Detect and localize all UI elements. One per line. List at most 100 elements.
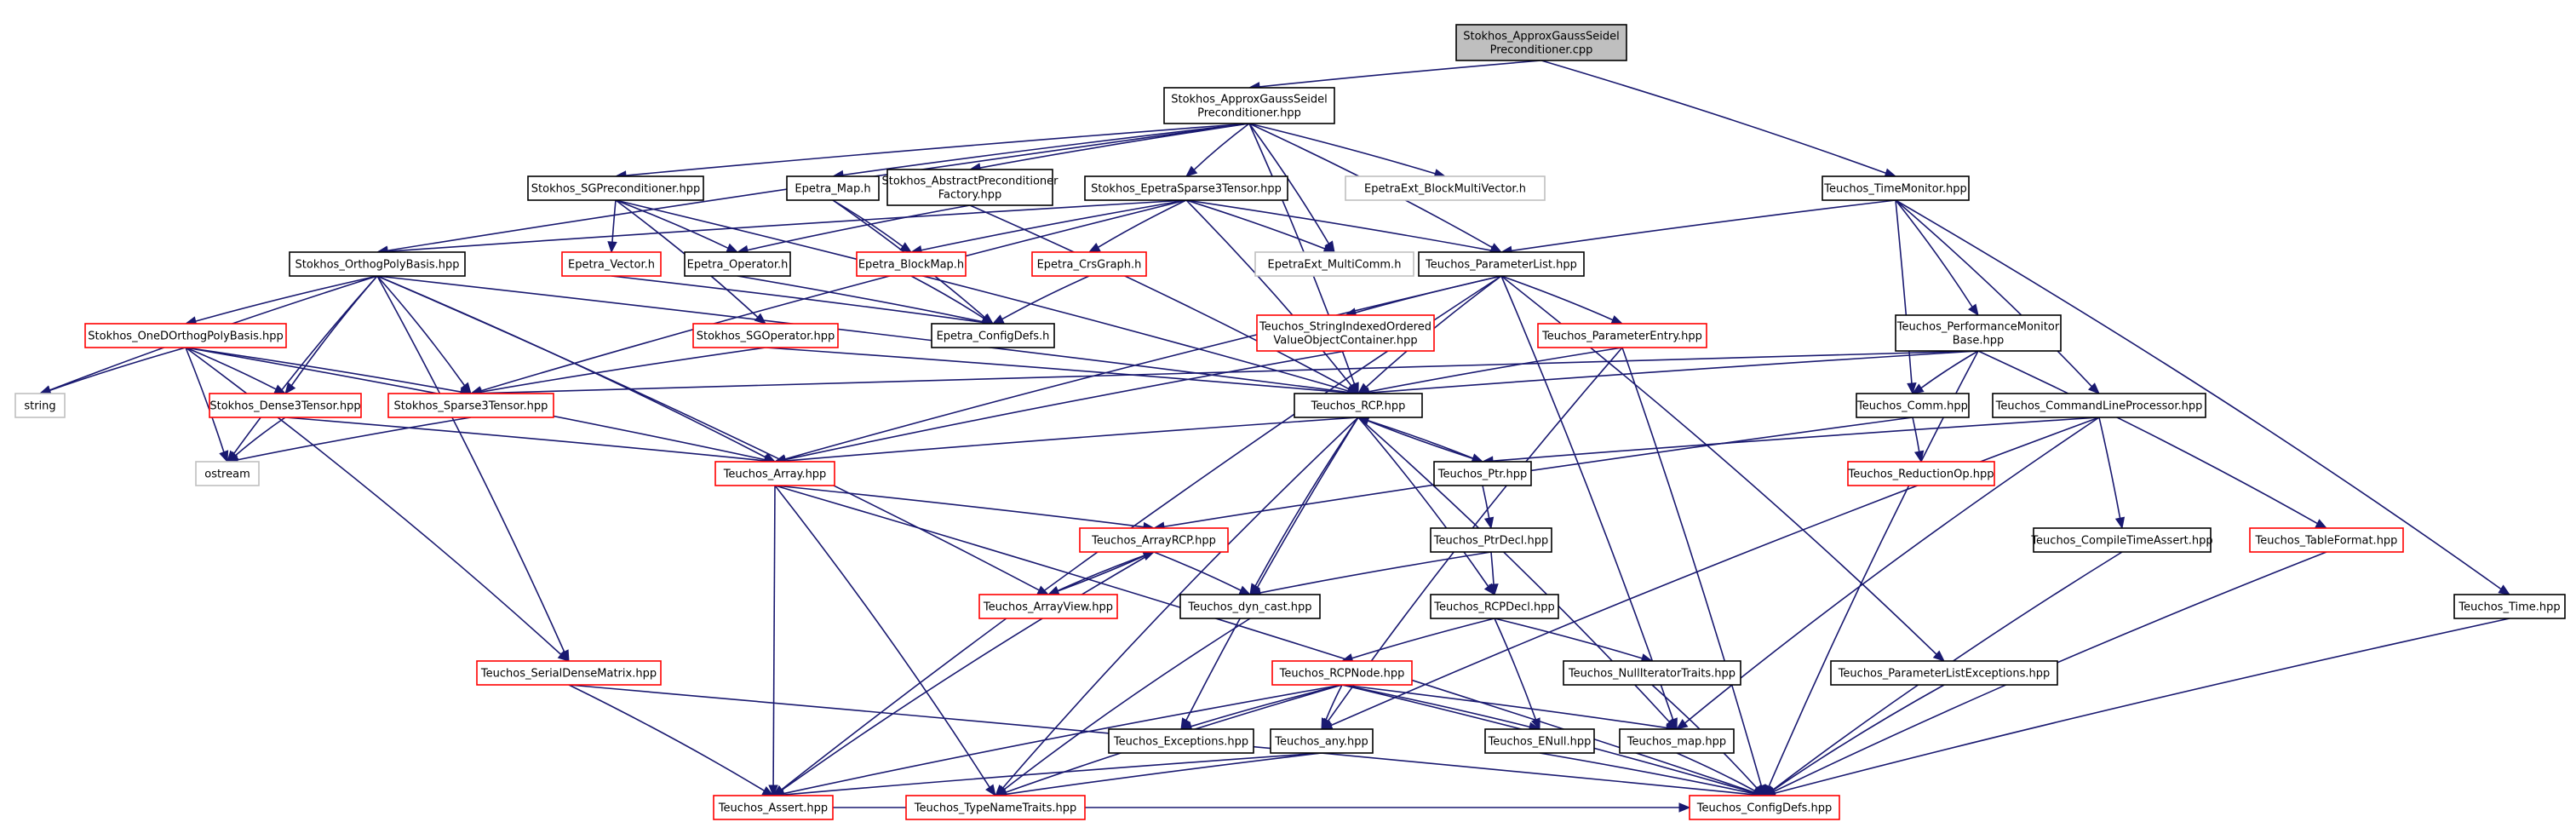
node-plist[interactable]: Teuchos_ParameterList.hpp: [1418, 251, 1585, 277]
node-box: [209, 393, 362, 418]
edge-dyn-ttt: [994, 618, 1251, 796]
edge-ebm-ecd: [910, 275, 995, 325]
node-label: Teuchos_CommandLineProcessor.hpp: [1995, 400, 2203, 413]
node-tfmt[interactable]: Teuchos_TableFormat.hpp: [2249, 527, 2404, 553]
edge-rcpdecl-rcpnode: [1340, 618, 1495, 664]
node-agsp[interactable]: Stokhos_ApproxGaussSeidelPreconditioner.…: [1163, 87, 1335, 124]
node-dyn[interactable]: Teuchos_dyn_cast.hpp: [1179, 594, 1321, 619]
node-est[interactable]: Stokhos_EpetraSparse3Tensor.hpp: [1084, 175, 1288, 201]
node-ostream[interactable]: ostream: [195, 461, 260, 486]
node-label: Teuchos_Exceptions.hpp: [1113, 736, 1248, 749]
node-label: Teuchos_any.hpp: [1274, 736, 1368, 749]
node-time[interactable]: Teuchos_Time.hpp: [2453, 594, 2566, 619]
edge-comm-redop: [1912, 417, 1925, 463]
node-label: Teuchos_ParameterList.hpp: [1425, 259, 1577, 272]
edge-opb-array: [376, 275, 777, 463]
node-root[interactable]: Stokhos_ApproxGaussSeidelPreconditioner.…: [1455, 24, 1627, 61]
node-sdm[interactable]: Teuchos_SerialDenseMatrix.hpp: [476, 660, 662, 686]
node-assert[interactable]: Teuchos_Assert.hpp: [713, 795, 834, 820]
edge-clp-ptr: [1481, 417, 2100, 466]
edge-array-ttt: [774, 485, 996, 797]
edge-rcp-rcpdecl: [1357, 417, 1495, 596]
node-any[interactable]: Teuchos_any.hpp: [1270, 728, 1374, 754]
node-box: [1830, 660, 2058, 686]
edge-pmb-rcp: [1357, 350, 1979, 398]
edge-arcp-assert: [772, 551, 1155, 796]
edge-opb-oneop: [184, 275, 378, 326]
edge-aview-arcp: [1047, 551, 1156, 595]
edge-any-assert: [772, 752, 1322, 800]
node-map[interactable]: Teuchos_map.hpp: [1619, 728, 1735, 754]
node-label: Teuchos_RCPNode.hpp: [1279, 668, 1405, 681]
node-emap[interactable]: Epetra_Map.h: [786, 175, 880, 201]
node-tmon[interactable]: Teuchos_TimeMonitor.hpp: [1822, 175, 1970, 201]
edge-ptrdecl-dyn: [1248, 551, 1492, 598]
edge-evec-ecd: [611, 275, 995, 328]
node-box: [14, 393, 66, 418]
node-sio[interactable]: Teuchos_StringIndexedOrderedValueObjectC…: [1256, 314, 1435, 352]
node-ttt[interactable]: Teuchos_TypeNameTraits.hpp: [905, 795, 1086, 820]
node-redop[interactable]: Teuchos_ReductionOp.hpp: [1847, 461, 1995, 486]
node-apf[interactable]: Stokhos_AbstractPreconditionerFactory.hp…: [882, 169, 1059, 206]
node-comm[interactable]: Teuchos_Comm.hpp: [1856, 393, 1970, 418]
node-s3t[interactable]: Stokhos_Sparse3Tensor.hpp: [387, 393, 554, 418]
node-label: EpetraExt_MultiComm.h: [1268, 259, 1402, 272]
node-string[interactable]: string: [14, 393, 66, 418]
node-sgprec[interactable]: Stokhos_SGPreconditioner.hpp: [527, 175, 704, 201]
node-ebm[interactable]: Epetra_BlockMap.h: [856, 251, 967, 277]
node-label: Teuchos_map.hpp: [1626, 736, 1726, 749]
edge-sio-array: [773, 350, 1346, 465]
node-box: [1256, 314, 1435, 352]
node-ple[interactable]: Teuchos_ParameterListExceptions.hpp: [1830, 660, 2058, 686]
edge-agsp-bmv: [1248, 123, 1447, 179]
node-array[interactable]: Teuchos_Array.hpp: [714, 461, 835, 486]
edge-ecg-ecd: [991, 275, 1090, 325]
node-box: [1433, 461, 1532, 486]
node-label: Epetra_BlockMap.h: [858, 259, 964, 272]
node-clp[interactable]: Teuchos_CommandLineProcessor.hpp: [1992, 393, 2206, 418]
node-bmv[interactable]: EpetraExt_BlockMultiVector.h: [1345, 175, 1546, 201]
edge-clp-cta: [2098, 417, 2126, 530]
edge-s3t-ostream: [226, 417, 472, 465]
node-ecg[interactable]: Epetra_CrsGraph.h: [1031, 251, 1147, 277]
edge-ptr-ptrdecl: [1482, 485, 1495, 530]
node-evec[interactable]: Epetra_Vector.h: [561, 251, 662, 277]
edge-pmb-comm: [1911, 350, 1979, 394]
node-opb[interactable]: Stokhos_OrthogPolyBasis.hpp: [289, 251, 466, 277]
edge-oneop-string: [38, 347, 186, 395]
node-label: Teuchos_PerformanceMonitor: [1896, 321, 2060, 334]
node-rcp[interactable]: Teuchos_RCP.hpp: [1294, 393, 1423, 418]
node-sgop[interactable]: Stokhos_SGOperator.hpp: [692, 323, 839, 348]
node-aview[interactable]: Teuchos_ArrayView.hpp: [978, 594, 1118, 619]
node-box: [2453, 594, 2566, 619]
node-box: [1084, 175, 1288, 201]
node-tcd[interactable]: Teuchos_ConfigDefs.hpp: [1689, 795, 1840, 820]
node-box: [2033, 527, 2212, 553]
node-box: [931, 323, 1055, 348]
node-box: [289, 251, 466, 277]
edge-sdm-assert: [568, 684, 775, 796]
node-d3t[interactable]: Stokhos_Dense3Tensor.hpp: [209, 393, 362, 418]
node-box: [1418, 251, 1585, 277]
node-emc[interactable]: EpetraExt_MultiComm.h: [1254, 251, 1414, 277]
node-pentry[interactable]: Teuchos_ParameterEntry.hpp: [1537, 323, 1707, 348]
node-nit[interactable]: Teuchos_NullIteratorTraits.hpp: [1563, 660, 1741, 686]
node-ecd[interactable]: Epetra_ConfigDefs.h: [931, 323, 1055, 348]
node-exc[interactable]: Teuchos_Exceptions.hpp: [1108, 728, 1254, 754]
node-label: string: [24, 400, 55, 413]
node-box: [1847, 461, 1995, 486]
node-oneop[interactable]: Stokhos_OneDOrthogPolyBasis.hpp: [84, 323, 287, 348]
node-ptrdecl[interactable]: Teuchos_PtrDecl.hpp: [1430, 527, 1552, 553]
node-arcp[interactable]: Teuchos_ArrayRCP.hpp: [1079, 527, 1229, 553]
node-rcpdecl[interactable]: Teuchos_RCPDecl.hpp: [1430, 594, 1559, 619]
edge-array-arcp: [774, 485, 1156, 532]
node-enull[interactable]: Teuchos_ENull.hpp: [1484, 728, 1595, 754]
edge-rcpnode-map: [1341, 684, 1678, 733]
node-eop[interactable]: Epetra_Operator.h: [684, 251, 791, 277]
node-box: [1271, 660, 1413, 686]
node-ptr[interactable]: Teuchos_Ptr.hpp: [1433, 461, 1532, 486]
node-cta[interactable]: Teuchos_CompileTimeAssert.hpp: [2030, 527, 2213, 553]
edge-plist-array: [773, 275, 1502, 464]
node-rcpnode[interactable]: Teuchos_RCPNode.hpp: [1271, 660, 1413, 686]
